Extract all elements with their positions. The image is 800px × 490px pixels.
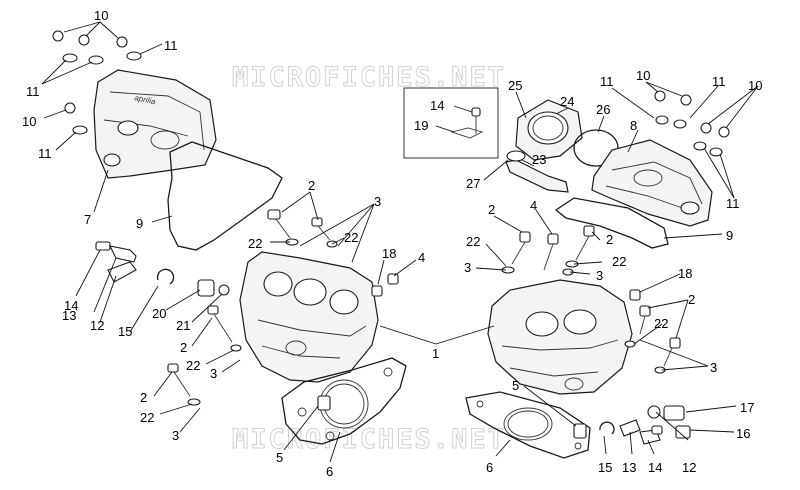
callout-3: 3 xyxy=(710,360,717,375)
callout-21: 21 xyxy=(176,318,190,333)
cover-bolts-left xyxy=(52,30,142,135)
callout-11: 11 xyxy=(726,196,740,211)
callout-22: 22 xyxy=(612,254,626,269)
dowel-left xyxy=(317,395,331,411)
callout-22: 22 xyxy=(654,316,668,331)
callout-3: 3 xyxy=(374,194,381,209)
callout-11: 11 xyxy=(600,74,614,89)
callout-26: 26 xyxy=(596,102,610,117)
callout-18: 18 xyxy=(678,266,692,281)
callout-19: 19 xyxy=(414,118,428,133)
callout-6: 6 xyxy=(326,464,333,479)
callout-3: 3 xyxy=(172,428,179,443)
callout-5: 5 xyxy=(276,450,283,465)
callout-8: 8 xyxy=(630,118,637,133)
callout-20: 20 xyxy=(152,306,166,321)
callout-10: 10 xyxy=(22,114,36,129)
callout-3: 3 xyxy=(596,268,603,283)
callout-13: 13 xyxy=(62,308,76,323)
callout-2: 2 xyxy=(688,292,695,307)
callout-labels: 10 11 11 10 11 7 9 2 3 22 22 18 4 14 13 … xyxy=(22,8,762,479)
inset-box xyxy=(403,87,499,159)
callout-22: 22 xyxy=(140,410,154,425)
callout-9: 9 xyxy=(726,228,733,243)
callout-1: 1 xyxy=(432,346,439,361)
callout-2: 2 xyxy=(488,202,495,217)
callout-13: 13 xyxy=(622,460,636,475)
callout-22: 22 xyxy=(186,358,200,373)
callout-25: 25 xyxy=(508,78,522,93)
callout-11: 11 xyxy=(712,74,726,89)
callout-9: 9 xyxy=(136,216,143,231)
valve-cover-gasket-right xyxy=(554,197,669,249)
callout-15: 15 xyxy=(118,324,132,339)
callout-22: 22 xyxy=(248,236,262,251)
callout-23: 23 xyxy=(532,152,546,167)
cylinder-head-right xyxy=(487,279,633,395)
bolts-left xyxy=(167,209,399,406)
callout-24: 24 xyxy=(560,94,574,109)
callout-2: 2 xyxy=(308,178,315,193)
callout-2: 2 xyxy=(140,390,147,405)
valve-cover-gasket-left xyxy=(167,141,283,251)
leader-lines xyxy=(41,21,759,463)
valve-cover-left: aprilia xyxy=(93,69,217,179)
watermark-bottom: MICROFICHES.NET xyxy=(232,424,506,455)
callout-18: 18 xyxy=(382,246,396,261)
callout-2: 2 xyxy=(606,232,613,247)
callout-11: 11 xyxy=(26,84,40,99)
callout-3: 3 xyxy=(464,260,471,275)
callout-4: 4 xyxy=(418,250,425,265)
callout-16: 16 xyxy=(736,426,750,441)
callout-10: 10 xyxy=(748,78,762,93)
callout-27: 27 xyxy=(466,176,480,191)
callout-5: 5 xyxy=(512,378,519,393)
intake-assembly xyxy=(505,99,619,193)
cover-bolts-right xyxy=(654,90,730,157)
callout-10: 10 xyxy=(94,8,108,23)
valve-cover-right xyxy=(591,139,713,227)
callout-15: 15 xyxy=(598,460,612,475)
inset-parts xyxy=(450,107,484,139)
callout-2: 2 xyxy=(180,340,187,355)
dowel-right xyxy=(573,423,587,439)
callout-10: 10 xyxy=(636,68,650,83)
callout-22: 22 xyxy=(344,230,358,245)
fittings-left xyxy=(95,241,230,297)
callout-17: 17 xyxy=(740,400,754,415)
fittings-right xyxy=(599,405,691,445)
cylinder-head-left xyxy=(239,251,379,383)
head-gasket-right xyxy=(465,391,591,459)
callout-14: 14 xyxy=(430,98,444,113)
head-gasket-left xyxy=(281,357,407,445)
callout-12: 12 xyxy=(682,460,696,475)
callout-12: 12 xyxy=(90,318,104,333)
callout-4: 4 xyxy=(530,198,537,213)
callout-6: 6 xyxy=(486,460,493,475)
callout-3: 3 xyxy=(210,366,217,381)
callout-7: 7 xyxy=(84,212,91,227)
callout-22: 22 xyxy=(466,234,480,249)
callout-11: 11 xyxy=(38,146,52,161)
bolts-right xyxy=(501,225,681,374)
callout-14: 14 xyxy=(64,298,78,313)
callout-14: 14 xyxy=(648,460,662,475)
brand-lettering: aprilia xyxy=(134,93,157,106)
callout-11: 11 xyxy=(164,38,178,53)
